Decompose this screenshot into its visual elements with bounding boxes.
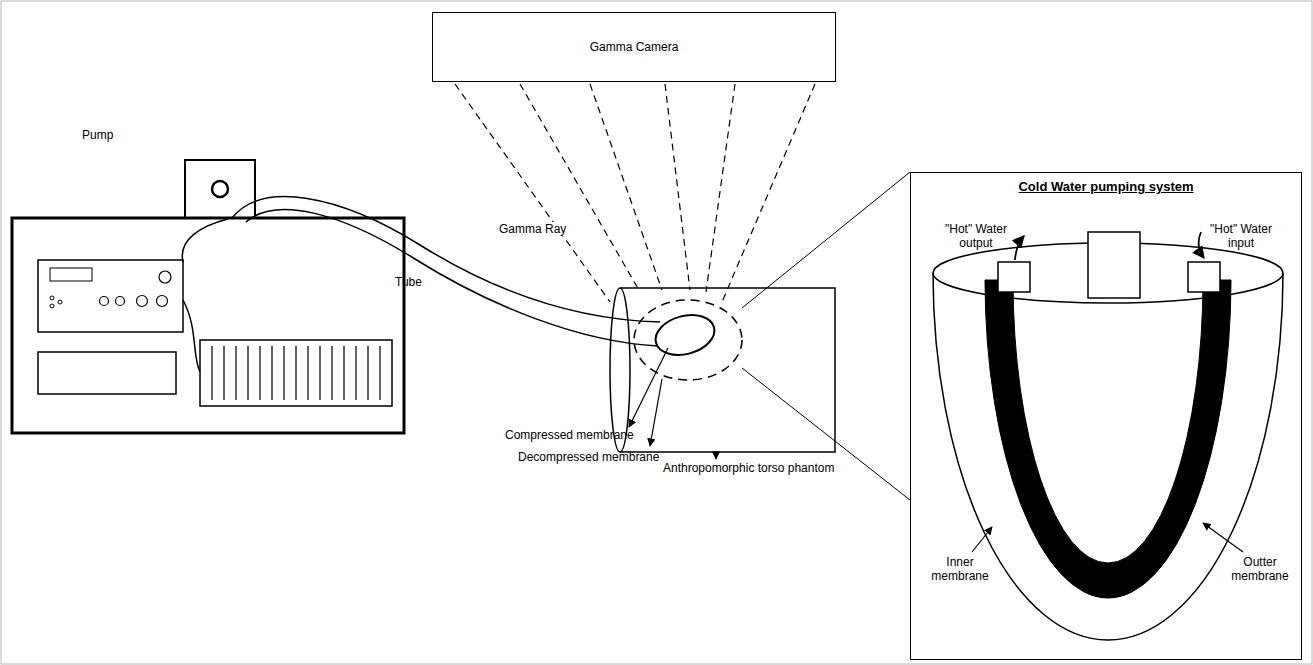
pump-machine-part-part	[319, 346, 320, 400]
pump-machine-part	[100, 297, 109, 306]
part-label: Decompressed membrane	[518, 450, 659, 464]
pointer-arrows-part	[629, 348, 668, 427]
pump-machine-part-part	[355, 346, 356, 400]
pump-machine-part-part	[379, 346, 380, 400]
part-label: Tube	[395, 275, 422, 289]
zoom-leader-lines-part	[742, 368, 910, 500]
gamma-camera-rays-part	[590, 84, 662, 290]
pump-machine-part	[50, 268, 92, 281]
heart-membranes	[634, 300, 742, 380]
part-label: Inner membrane	[930, 555, 990, 583]
torso-phantom	[610, 288, 835, 452]
pointer-arrows-part	[650, 379, 662, 446]
cooling-insert-part	[1188, 262, 1220, 292]
cooling-insert-part	[998, 262, 1030, 292]
pump-machine-part	[137, 296, 148, 307]
pump-machine-part	[50, 304, 54, 308]
pump-machine-part-part	[343, 346, 344, 400]
pump-machine-part-part	[331, 346, 332, 400]
pointer-arrows-part	[715, 452, 716, 459]
cooling-insert-part	[1015, 236, 1024, 260]
pump-machine-part-part	[367, 346, 368, 400]
zoom-leader-lines-part	[742, 172, 910, 308]
pointer-arrows	[629, 348, 716, 459]
pump-machine-part	[212, 181, 228, 197]
gamma-camera-rays-part	[520, 84, 640, 292]
pump-machine-part-part	[211, 346, 212, 400]
pump-machine-part	[185, 160, 255, 218]
gamma-camera-rays-part	[706, 84, 735, 292]
pump-machine-part	[50, 296, 54, 300]
device-label: Pump	[82, 128, 113, 142]
gamma-camera-rays-part	[665, 84, 690, 290]
pump-machine-part-part	[271, 346, 272, 400]
tube	[232, 197, 660, 346]
flow-label: "Hot" Water output	[940, 222, 1012, 250]
pump-machine-part-part	[283, 346, 284, 400]
pump-machine-part	[58, 300, 62, 304]
pump-machine-part	[38, 352, 176, 394]
cooling-insert-part	[985, 280, 1231, 598]
part-label: Compressed membrane	[505, 428, 634, 442]
tube-part	[246, 210, 658, 346]
cooling-insert-part	[1199, 232, 1204, 258]
heart-membranes-part	[651, 309, 719, 361]
pump-machine-part-part	[235, 346, 236, 400]
tube-part	[232, 197, 660, 322]
zoom-leader-lines	[742, 172, 910, 500]
torso-phantom-part	[610, 288, 630, 452]
pump-machine-part-part	[223, 346, 224, 400]
gamma-camera-rays-part	[455, 84, 610, 302]
heart-membranes-part	[634, 300, 742, 380]
pump-machine-part	[157, 296, 168, 307]
pump-machine-part-part	[259, 346, 260, 400]
flow-label: "Hot" Water input	[1205, 222, 1277, 250]
pump-machine-part	[183, 300, 200, 372]
pump-machine-part	[12, 218, 404, 433]
pump-machine-part	[38, 260, 183, 332]
torso-phantom-part	[620, 288, 835, 452]
camera-box: Gamma Camera	[432, 12, 836, 82]
gamma-camera-rays-part	[722, 84, 815, 302]
pump-machine-part	[200, 340, 392, 406]
pump-machine-part	[212, 346, 380, 400]
pump-machine-part	[116, 297, 125, 306]
pump-machine-part	[159, 271, 171, 283]
pump-machine-part	[182, 219, 228, 262]
pump-machine	[12, 160, 404, 433]
cooling-insert-part	[972, 527, 992, 552]
box-label: Gamma Camera	[590, 40, 679, 55]
panel-heading: Cold Water pumping system	[911, 179, 1301, 194]
cooling-insert-part	[1203, 523, 1243, 552]
pump-machine-part-part	[295, 346, 296, 400]
ray-label: Gamma Ray	[497, 222, 568, 236]
cooling-insert-part	[933, 273, 1283, 640]
cooling-insert-part	[1088, 232, 1140, 298]
gamma-camera-rays	[455, 84, 815, 302]
pump-machine-part-part	[247, 346, 248, 400]
pump-machine-part-part	[307, 346, 308, 400]
part-label: Outter membrane	[1230, 555, 1290, 583]
part-label: Anthropomorphic torso phantom	[663, 461, 834, 475]
